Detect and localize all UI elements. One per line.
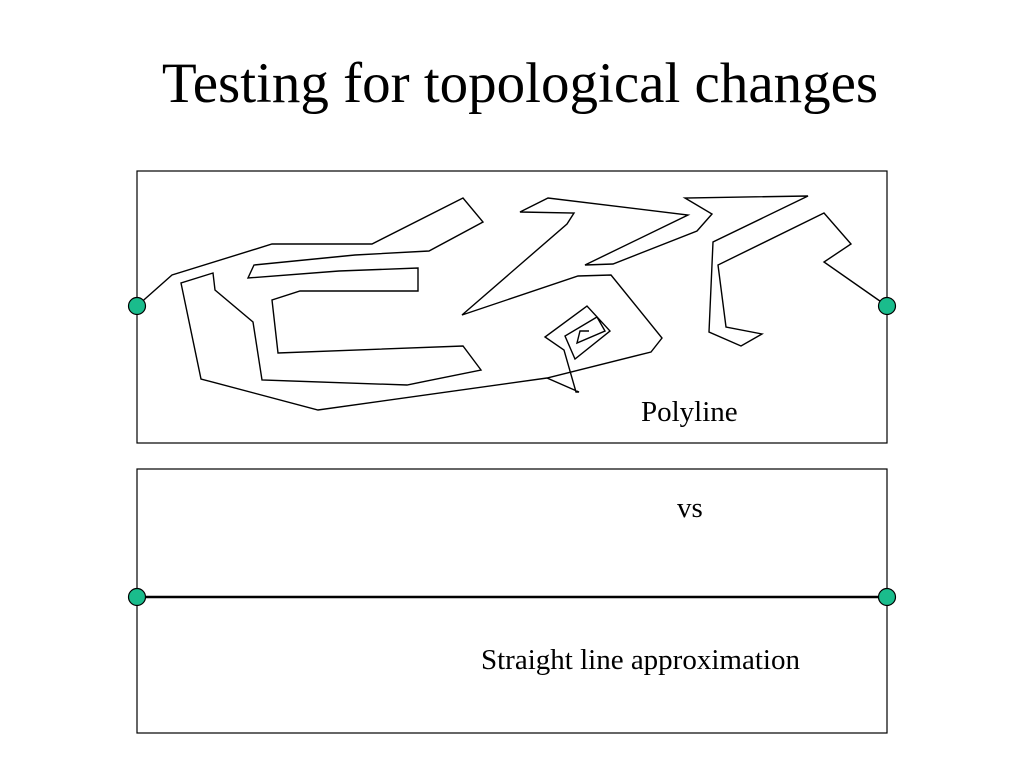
straight-line-panel: vs Straight line approximation (127, 468, 897, 734)
straight-line-end-endpoint (877, 587, 897, 607)
polyline-panel: Polyline (127, 170, 897, 444)
straight-line-panel-frame (136, 468, 888, 734)
vs-label: vs (677, 492, 703, 524)
straight-line-label: Straight line approximation (481, 644, 800, 676)
polyline-end-endpoint (877, 296, 897, 316)
straight-line-start-endpoint (127, 587, 147, 607)
polyline-label: Polyline (641, 396, 738, 428)
polyline-panel-frame (136, 170, 888, 444)
polyline-spiral (543, 305, 612, 393)
slide-title: Testing for topological changes (161, 52, 879, 115)
polyline-start-endpoint (127, 296, 147, 316)
